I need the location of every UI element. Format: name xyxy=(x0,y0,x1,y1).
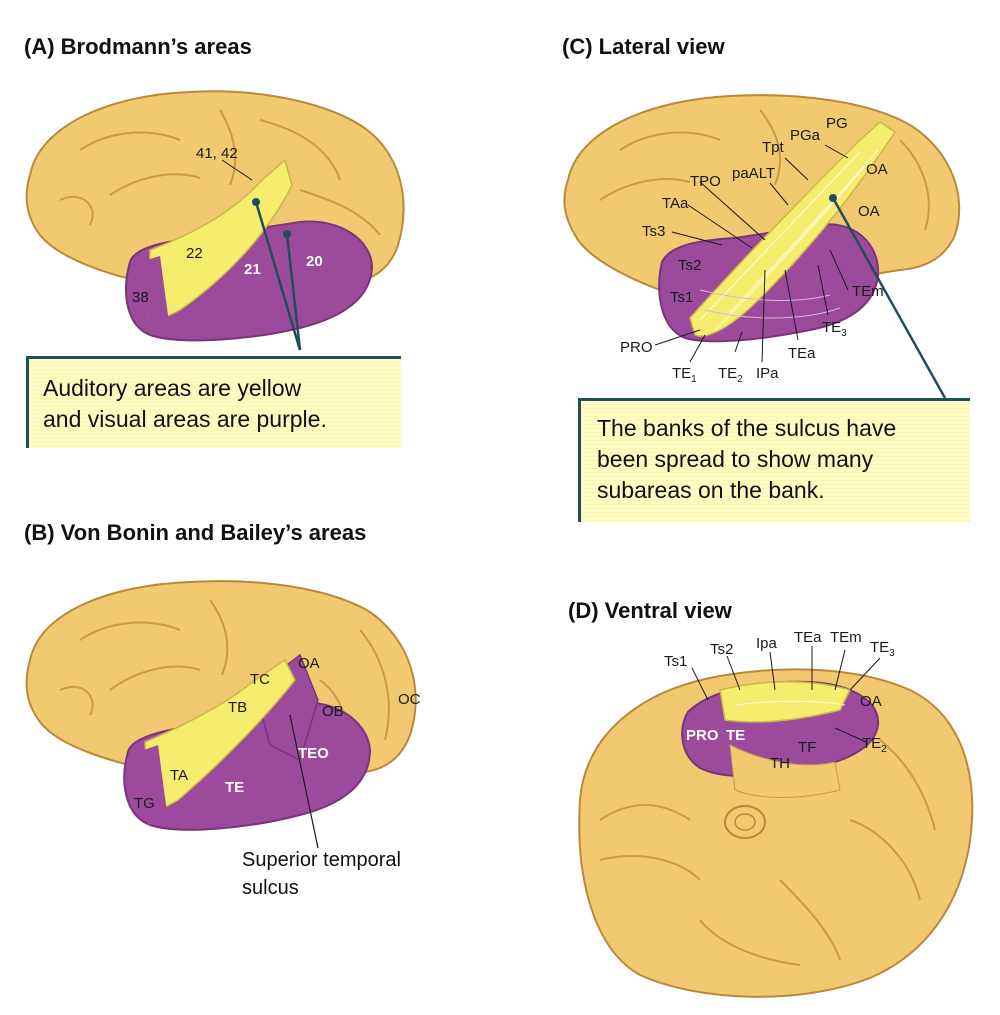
label-c-tea: TEa xyxy=(788,345,816,362)
label-a-22: 22 xyxy=(186,245,203,262)
label-c-taa: TAa xyxy=(662,195,689,212)
panel-b-sulcus-line1: Superior temporal xyxy=(242,849,401,871)
panel-b-sulcus-line2: sulcus xyxy=(242,877,299,899)
label-b-tb: TB xyxy=(228,699,247,716)
label-d-oa: OA xyxy=(860,693,882,710)
label-c-te1: TE1 xyxy=(672,365,697,385)
panel-a-callout-line2: and visual areas are purple. xyxy=(43,406,327,432)
label-d-tem: TEm xyxy=(830,629,862,646)
label-d-tea: TEa xyxy=(794,629,822,646)
panel-a-callout-line1: Auditory areas are yellow xyxy=(43,375,302,401)
label-c-tpt: Tpt xyxy=(762,139,785,156)
label-c-ts3: Ts3 xyxy=(642,223,665,240)
label-a-21: 21 xyxy=(244,261,261,278)
label-d-te3: TE3 xyxy=(870,639,895,659)
panel-c-callout: The banks of the sulcus have been spread… xyxy=(578,398,970,522)
panel-c-callout-line3: subareas on the bank. xyxy=(597,477,825,503)
label-d-th: TH xyxy=(770,755,790,772)
panel-b-sulcus-label: Superior temporal sulcus xyxy=(242,846,401,902)
label-d-ipa: Ipa xyxy=(756,635,778,652)
label-b-tg: TG xyxy=(134,795,155,812)
label-c-ipa: IPa xyxy=(756,365,779,382)
label-a-41-42: 41, 42 xyxy=(196,145,238,162)
label-c-paalt: paALT xyxy=(732,165,775,182)
label-d-ts2: Ts2 xyxy=(710,641,733,658)
panel-a-brain xyxy=(25,90,405,351)
label-c-ts2: Ts2 xyxy=(678,257,701,274)
label-c-te3: TE3 xyxy=(822,319,847,339)
label-c-oa2: OA xyxy=(858,203,880,220)
label-c-oa1: OA xyxy=(866,161,888,178)
label-d-ts1: Ts1 xyxy=(664,653,687,670)
panel-c-sulcus-bank xyxy=(689,121,897,337)
label-c-ts1: Ts1 xyxy=(670,289,693,306)
panel-a-title: (A) Brodmann’s areas xyxy=(24,34,252,59)
panel-c-callout-line1: The banks of the sulcus have xyxy=(597,415,897,441)
label-d-te: TE xyxy=(726,727,745,744)
label-c-tpo: TPO xyxy=(690,173,721,190)
label-c-pro: PRO xyxy=(620,339,653,356)
label-c-te2: TE2 xyxy=(718,365,743,385)
label-d-tf: TF xyxy=(798,739,816,756)
panel-d-auditory-area xyxy=(719,681,852,723)
label-b-oa: OA xyxy=(298,655,320,672)
label-b-ta: TA xyxy=(170,767,188,784)
panel-d-title: (D) Ventral view xyxy=(568,598,732,623)
label-b-te: TE xyxy=(225,779,244,796)
label-a-38: 38 xyxy=(132,289,149,306)
panel-a-callout: Auditory areas are yellow and visual are… xyxy=(26,356,401,448)
panel-d-brainstem xyxy=(724,805,766,839)
label-c-tem: TEm xyxy=(852,283,884,300)
panel-b-title: (B) Von Bonin and Bailey’s areas xyxy=(24,520,367,545)
panel-d-brain xyxy=(578,646,974,998)
label-b-tc: TC xyxy=(250,671,270,688)
label-b-teo: TEO xyxy=(298,745,329,762)
panel-d-cortex xyxy=(578,668,974,998)
panel-c-title: (C) Lateral view xyxy=(562,34,725,59)
label-c-pg: PG xyxy=(826,115,848,132)
panel-b-labels: TC OA OC TB OB TEO TA TG TE xyxy=(134,655,421,812)
label-d-pro: PRO xyxy=(686,727,719,744)
panel-c-brain xyxy=(563,94,961,399)
panel-c-labels: PG PGa Tpt paALT TPO TAa OA OA Ts3 Ts2 T… xyxy=(620,115,888,385)
label-b-oc: OC xyxy=(398,691,421,708)
panel-c-callout-line2: been spread to show many xyxy=(597,446,874,472)
label-b-ob: OB xyxy=(322,703,344,720)
label-a-20: 20 xyxy=(306,253,323,270)
label-c-pga: PGa xyxy=(790,127,821,144)
panel-d-labels: Ts1 Ts2 Ipa TEa TEm TE3 OA PRO TE TF TH … xyxy=(664,629,895,772)
label-d-te2: TE2 xyxy=(862,735,887,755)
panel-a-labels: 41, 42 22 21 20 38 xyxy=(132,145,323,306)
panel-b-brain xyxy=(25,580,417,849)
